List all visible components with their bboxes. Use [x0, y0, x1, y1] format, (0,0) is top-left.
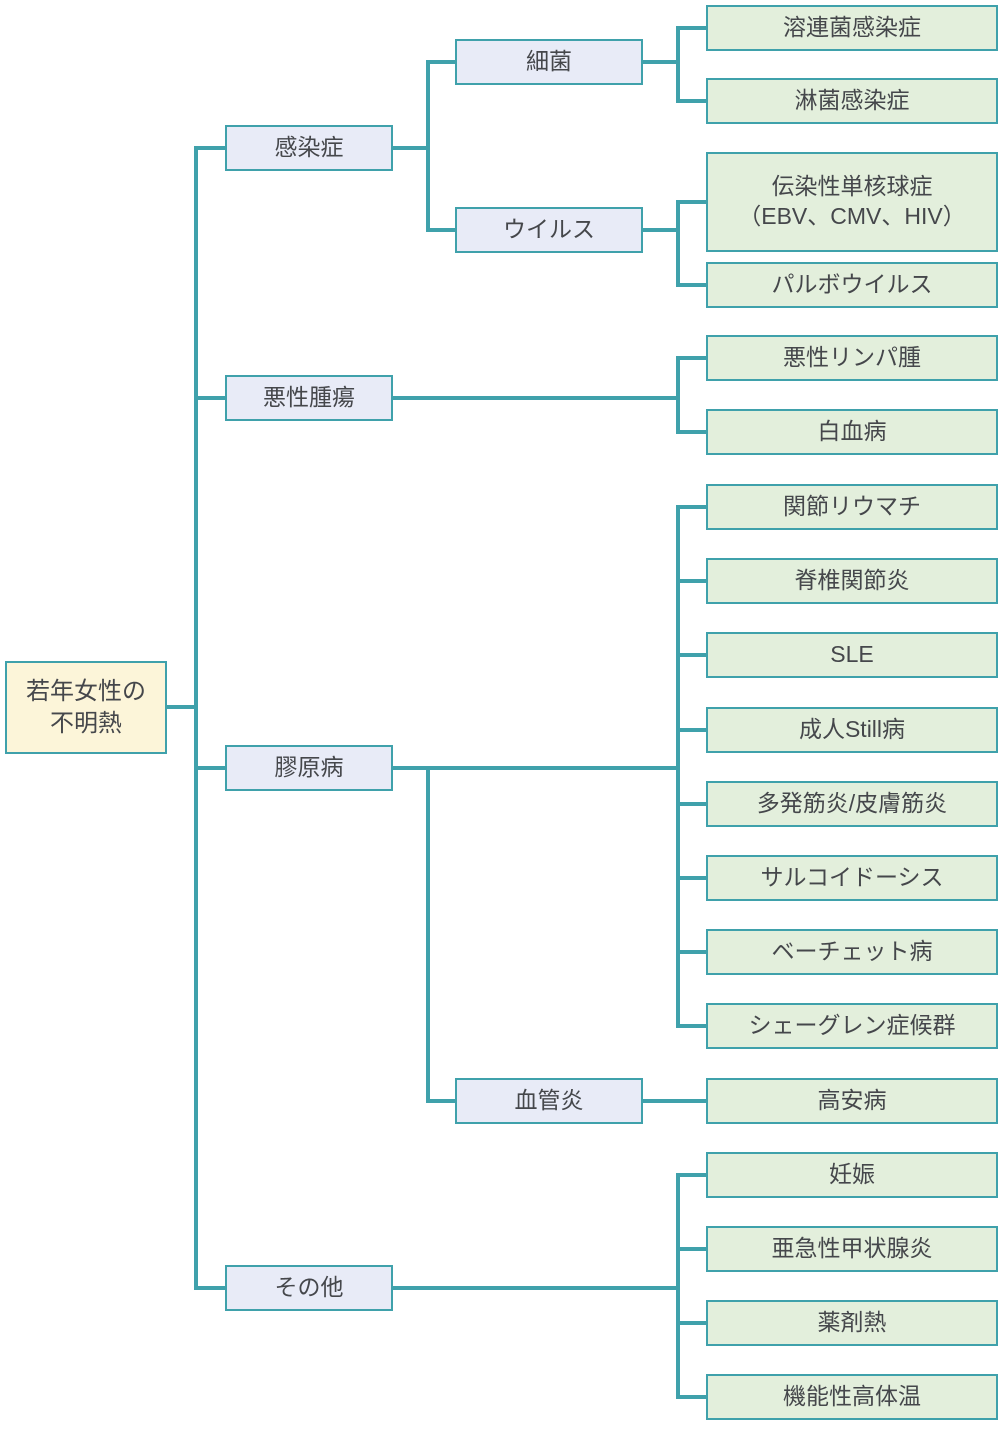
connector-line: [676, 356, 680, 434]
connector-line: [643, 228, 680, 232]
connector-line: [676, 579, 706, 583]
connector-line: [676, 505, 706, 509]
subcategory-virus: ウイルス: [455, 207, 643, 253]
connector-line: [194, 766, 225, 770]
connector-line: [643, 60, 680, 64]
leaf-node: 淋菌感染症: [706, 78, 998, 124]
connector-line: [676, 200, 706, 204]
connector-line: [194, 1286, 225, 1290]
leaf-node: 高安病: [706, 1078, 998, 1124]
connector-line: [676, 200, 680, 287]
connector-line: [393, 1286, 680, 1290]
connector-line: [676, 1321, 706, 1325]
leaf-node: サルコイドーシス: [706, 855, 998, 901]
connector-line: [676, 653, 706, 657]
leaf-node: シェーグレン症候群: [706, 1003, 998, 1049]
connector-line: [393, 766, 680, 770]
connector-line: [676, 1247, 706, 1251]
connector-line: [676, 26, 680, 103]
leaf-node: 成人Still病: [706, 707, 998, 753]
leaf-node: 脊椎関節炎: [706, 558, 998, 604]
leaf-node: 関節リウマチ: [706, 484, 998, 530]
leaf-node: 亜急性甲状腺炎: [706, 1226, 998, 1272]
connector-line: [676, 1173, 680, 1399]
leaf-node: 伝染性単核球症 （EBV、CMV、HIV）: [706, 152, 998, 252]
connector-line: [194, 396, 225, 400]
connector-line: [393, 396, 680, 400]
connector-line: [676, 505, 680, 1028]
connector-line: [643, 1099, 706, 1103]
connector-line: [676, 1173, 706, 1177]
connector-line: [426, 60, 455, 64]
leaf-node: パルボウイルス: [706, 262, 998, 308]
connector-line: [426, 766, 430, 1103]
leaf-node: 白血病: [706, 409, 998, 455]
connector-line: [676, 1024, 706, 1028]
leaf-node: 機能性高体温: [706, 1374, 998, 1420]
connector-line: [676, 99, 706, 103]
connector-line: [426, 228, 455, 232]
leaf-node: ベーチェット病: [706, 929, 998, 975]
category-infection: 感染症: [225, 125, 393, 171]
leaf-node: 薬剤熱: [706, 1300, 998, 1346]
connector-line: [676, 26, 706, 30]
connector-line: [676, 1395, 706, 1399]
leaf-node: 多発筋炎/皮膚筋炎: [706, 781, 998, 827]
connector-line: [194, 146, 198, 1290]
connector-line: [676, 950, 706, 954]
category-collagen-disease: 膠原病: [225, 745, 393, 791]
leaf-node: 悪性リンパ腫: [706, 335, 998, 381]
connector-line: [676, 356, 706, 360]
connector-line: [676, 876, 706, 880]
connector-line: [676, 283, 706, 287]
leaf-node: 溶連菌感染症: [706, 5, 998, 51]
category-others: その他: [225, 1265, 393, 1311]
subcategory-bacteria: 細菌: [455, 39, 643, 85]
connector-line: [676, 430, 706, 434]
leaf-node: 妊娠: [706, 1152, 998, 1198]
connector-line: [167, 705, 196, 709]
connector-line: [393, 146, 430, 150]
root-node: 若年女性の 不明熱: [5, 661, 167, 754]
connector-line: [194, 146, 225, 150]
connector-line: [676, 728, 706, 732]
connector-line: [676, 802, 706, 806]
connector-line: [426, 1099, 455, 1103]
category-malignancy: 悪性腫瘍: [225, 375, 393, 421]
subcategory-vasculitis: 血管炎: [455, 1078, 643, 1124]
leaf-node: SLE: [706, 632, 998, 678]
connector-line: [426, 60, 430, 232]
